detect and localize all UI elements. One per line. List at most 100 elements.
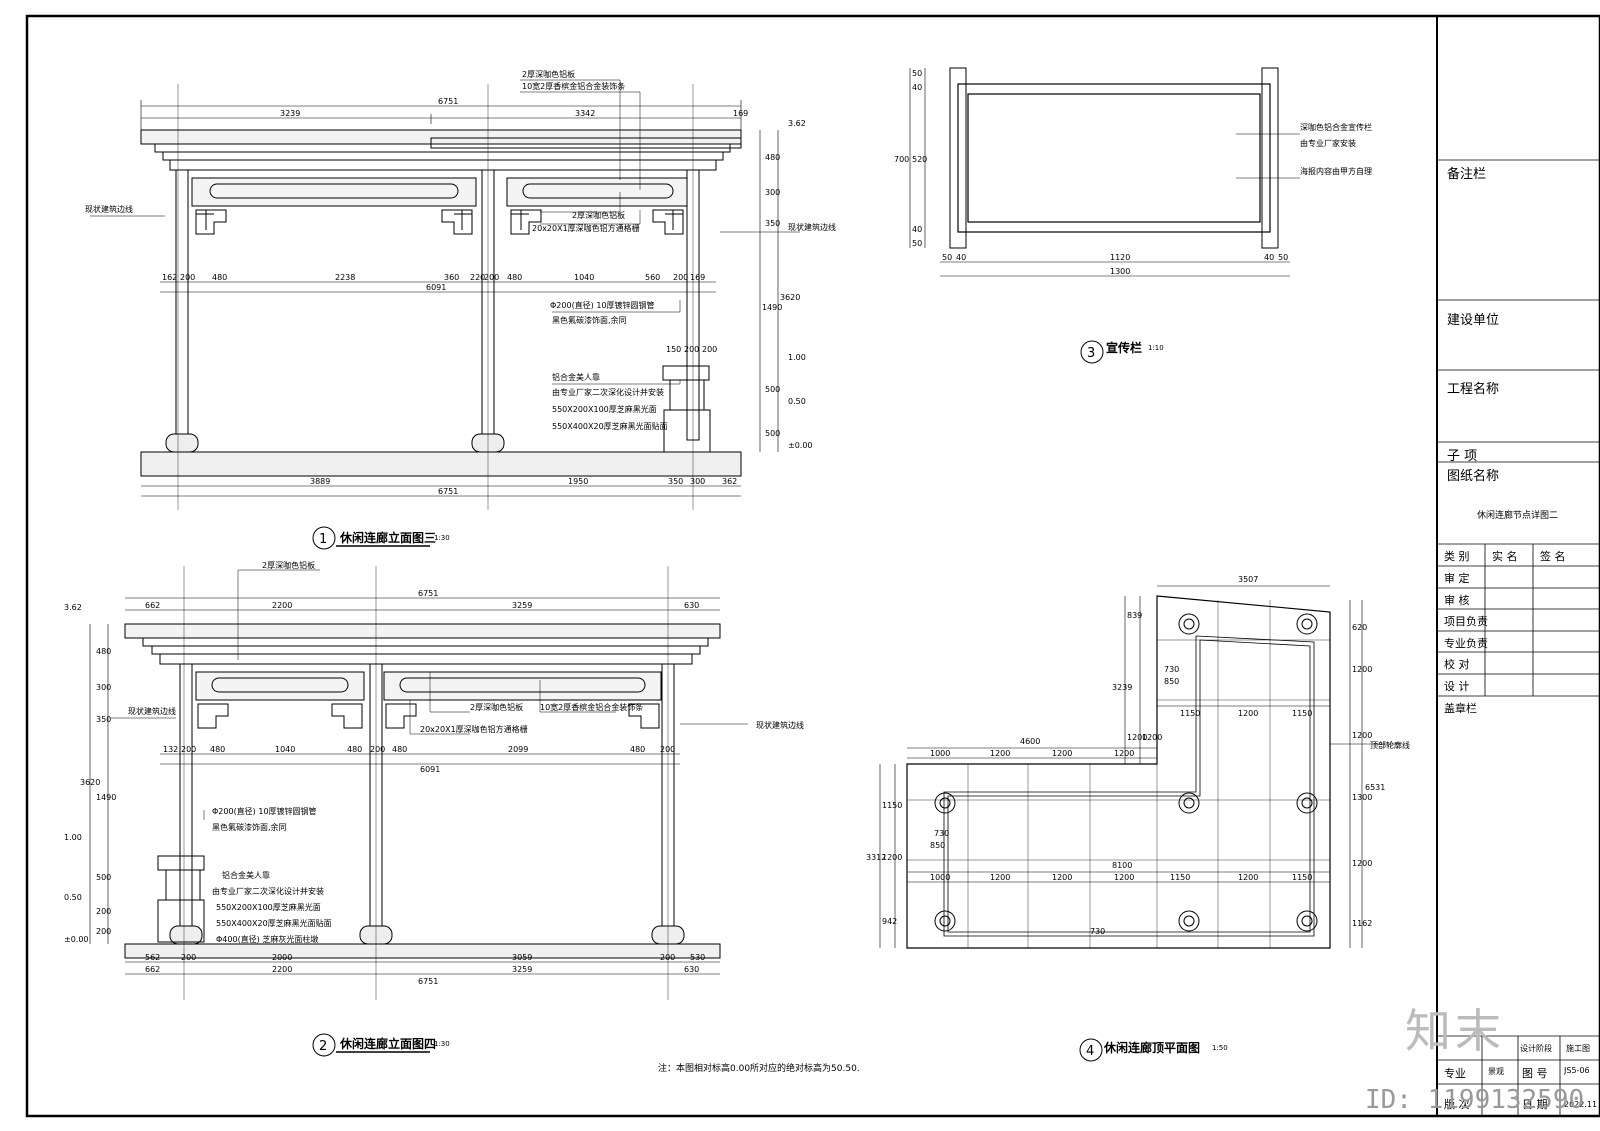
e2-note: Φ200(直径) 10厚镀锌圆钢管: [212, 806, 317, 816]
e2-bottom-dim: 630: [684, 965, 699, 974]
title-number: 1: [319, 532, 327, 547]
e2-mid-dim: 2099: [508, 745, 528, 754]
title-text: 休闲连廊顶平面图: [1103, 1040, 1200, 1055]
e1-note: 2厚深咖色铝板: [522, 69, 575, 79]
titleblock-col-sign: 签 名: [1540, 550, 1566, 563]
e4-left-dim: 3239: [1112, 683, 1132, 692]
drawing-title-2: 2 休闲连廊立面图四 1:30: [319, 1036, 450, 1054]
e4-right-dim: 1200: [1352, 731, 1372, 740]
title-scale: 1:10: [1148, 344, 1164, 352]
e1-mid-dim: 162: [162, 273, 177, 282]
e2-bottom-dim: 662: [145, 965, 160, 974]
titleblock-col-name: 实 名: [1492, 550, 1518, 563]
e4-left-dim: 1200: [1127, 733, 1147, 742]
e1-bench-dim: 200: [684, 345, 699, 354]
e2-vert-dim: 480: [96, 647, 111, 656]
e2-existing-left: 现状建筑边线: [128, 706, 176, 716]
e4-left-dim: 839: [1127, 611, 1142, 620]
e3-vert-dim: 520: [912, 155, 927, 164]
e2-note: 10宽2厚香槟金铝合金装饰条: [540, 702, 643, 712]
titleblock-role: 项目负责: [1444, 615, 1488, 628]
e1-mid-dim: 560: [645, 273, 660, 282]
e1-mid-dim: 200: [180, 273, 195, 282]
e2-vert-dim: 300: [96, 683, 111, 692]
e4-right-dim: 1300: [1352, 793, 1372, 802]
e3-bottom-dim: 1120: [1110, 253, 1130, 262]
e1-elev: 3.62: [788, 119, 806, 128]
e4-row1-dim: 1200: [1114, 749, 1134, 758]
e2-note: 550X200X100厚芝麻黑光面: [216, 902, 321, 912]
drawing-title-3: 3 宣传栏 1:10: [1087, 340, 1164, 361]
e2-note: 黑色氟碳漆饰面,余同: [212, 822, 287, 832]
e1-vert-dim: 1490: [762, 303, 782, 312]
e4-row2-dim: 1150: [1292, 709, 1312, 718]
e3-vert-dim: 700: [894, 155, 909, 164]
footnote: 注：本图相对标高0.00所对应的绝对标高为50.50.: [658, 1062, 860, 1074]
e2-elev: 1.00: [64, 833, 82, 842]
e4-row1-total: 4600: [1020, 737, 1040, 746]
titleblock-subitem: 子 项: [1447, 449, 1478, 464]
e1-bench-dim: 150: [666, 345, 681, 354]
e1-bench-dim: 200: [702, 345, 717, 354]
e2-mid-dim: 200: [660, 745, 675, 754]
e2-bottom-dim: 562: [145, 953, 160, 962]
titleblock-role: 专业负责: [1444, 637, 1488, 650]
e2-top-dim: 662: [145, 601, 160, 610]
e4-top: 3507: [1238, 575, 1258, 584]
e4-row2-dim: 1150: [1180, 709, 1200, 718]
e1-mid-dim: 169: [690, 273, 705, 282]
e1-note: 550X200X100厚芝麻黑光面: [552, 404, 657, 414]
e2-note: 2厚深咖色铝板: [470, 702, 523, 712]
e2-elev: ±0.00: [64, 935, 89, 944]
e3-vert-dim: 50: [912, 69, 922, 78]
e2-bottom-dim: 200: [660, 953, 675, 962]
e1-note: Φ200(直径) 10厚镀锌圆钢管: [550, 300, 655, 310]
e3-vert-dim: 40: [912, 83, 922, 92]
e4-left-dim: 3312: [866, 853, 886, 862]
titleblock-stage-value: 施工图: [1566, 1044, 1590, 1053]
e1-top-edge: 169: [733, 109, 748, 118]
titleblock-role: 审 定: [1444, 572, 1470, 585]
e2-top-dim: 630: [684, 601, 699, 610]
e2-mid-dim: 1040: [275, 745, 295, 754]
titleblock-client: 建设单位: [1447, 313, 1500, 328]
e1-elev: 0.50: [788, 397, 806, 406]
title-scale: 1:50: [1212, 1044, 1228, 1052]
e1-note: 黑色氟碳漆饰面,余同: [552, 315, 627, 325]
e4-row1-dim: 1200: [990, 749, 1010, 758]
e4-small-dim: 730: [1090, 927, 1105, 936]
e1-bottom-dim: 1950: [568, 477, 588, 486]
e2-mid-total: 6091: [420, 765, 440, 774]
title-number: 2: [319, 1039, 327, 1054]
e1-vert-dim: 300: [765, 188, 780, 197]
e1-elev: 1.00: [788, 353, 806, 362]
title-scale: 1:30: [434, 1040, 450, 1048]
e4-left-dim: 1150: [882, 801, 902, 810]
titleblock-role: 审 核: [1444, 594, 1470, 607]
e2-top-total: 6751: [418, 589, 438, 598]
e1-note: 550X400X20厚芝麻黑光面贴面: [552, 421, 668, 431]
e2-bottom-dim: 200: [181, 953, 196, 962]
e4-row3-dim: 1200: [1238, 873, 1258, 882]
drawing-title-1: 1 休闲连廊立面图三 1:30: [319, 530, 450, 547]
e4-row3-total: 8100: [1112, 861, 1132, 870]
e2-mid-dim: 480: [630, 745, 645, 754]
e1-existing-right: 现状建筑边线: [788, 222, 836, 232]
e3-vert-dim: 50: [912, 239, 922, 248]
e1-note: 20x20X1厚深咖色铝方通格栅: [532, 223, 640, 233]
e4-right-dim: 620: [1352, 623, 1367, 632]
e4-row3-dim: 1200: [1114, 873, 1134, 882]
plan-4: [879, 585, 1400, 1062]
titleblock-stage-label: 设计阶段: [1520, 1044, 1552, 1053]
e1-top-right: 3342: [575, 109, 595, 118]
e1-bottom-dim: 350: [668, 477, 683, 486]
e2-note: 由专业厂家二次深化设计并安装: [212, 886, 324, 896]
sheet-border: [25, 14, 1600, 1118]
e2-existing-right: 现状建筑边线: [756, 720, 804, 730]
title-scale: 1:30: [434, 534, 450, 542]
e2-note: Φ400(直径) 芝麻灰光面柱墩: [216, 934, 318, 944]
e1-mid-dim: 360: [444, 273, 459, 282]
e4-row3-dim: 1000: [930, 873, 950, 882]
e2-mid-dim: 132: [163, 745, 178, 754]
e4-right-dim: 1200: [1352, 665, 1372, 674]
